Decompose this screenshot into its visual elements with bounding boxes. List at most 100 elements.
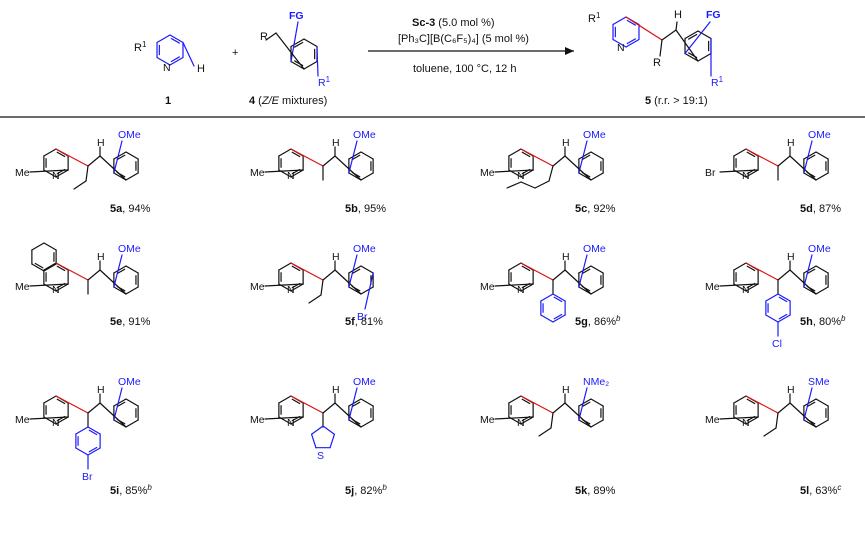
ring-bond: [803, 172, 817, 181]
ring-bond: [75, 447, 89, 456]
compound-id: 5k: [575, 485, 588, 497]
double-bond: [34, 262, 44, 269]
r-ethyl-bond: [550, 412, 554, 429]
compound-id: 5l: [800, 485, 809, 497]
ring-bond: [43, 148, 57, 157]
stereo-h-label: H: [787, 384, 795, 396]
double-bond: [56, 151, 66, 158]
pyridine-substituent-label: Me: [480, 281, 495, 293]
double-bond: [746, 398, 756, 405]
reactant4-r1-label: R1: [318, 75, 331, 89]
ring-bond: [55, 283, 69, 292]
catalyst-label: Sc-3 (5.0 mol %): [412, 17, 495, 29]
ring-bond: [278, 395, 292, 404]
compound-yield: , 87%: [813, 203, 841, 215]
compound-id: 5h: [800, 316, 813, 328]
compound-yield: , 82%: [354, 485, 382, 497]
substituent-bond: [29, 283, 69, 287]
ring-bond: [590, 265, 604, 274]
ring-bond: [803, 286, 817, 295]
r-butyl-bond: [520, 181, 536, 189]
reactant4-vinyl-bond: [275, 32, 305, 70]
compound-caption: 5l, 63%c: [800, 483, 841, 497]
compound-id: 5e: [110, 316, 122, 328]
reactant4-fg-bond: [290, 21, 299, 63]
ring-bond: [552, 293, 566, 302]
aryl-bond: [789, 155, 817, 181]
reactant1-atom-n: N: [163, 62, 171, 74]
pyridine-substituent-label: Me: [15, 414, 30, 426]
pyridine-ring: [278, 395, 304, 425]
double-bond: [806, 285, 816, 292]
r-butyl-bond: [506, 181, 522, 189]
double-bond: [56, 265, 66, 272]
ring-bond: [552, 314, 566, 323]
compound-yield: , 94%: [122, 203, 150, 215]
ring-bond: [578, 172, 592, 181]
pyridine-n-label: N: [517, 170, 525, 182]
ring-bond: [113, 172, 127, 181]
ring-bond: [684, 30, 699, 40]
compound-caption: 5g, 86%b: [575, 314, 621, 328]
chain-bond: [552, 155, 566, 167]
stereo-h-label: H: [97, 137, 105, 149]
double-bond: [291, 265, 301, 272]
aryl-bond: [99, 155, 127, 181]
chain-bond: [552, 402, 566, 414]
ring-bond: [156, 56, 171, 66]
product-caption: 5 (r.r. > 19:1): [645, 95, 708, 107]
reactant1-number: 1: [165, 95, 171, 107]
product-new-bond: [625, 16, 663, 41]
stereo-h-label: H: [332, 137, 340, 149]
fg-aryl-ring: [113, 151, 139, 181]
ring-bond: [697, 30, 712, 40]
pyridine-substituent-label: Me: [480, 414, 495, 426]
fg-bond: [578, 140, 588, 174]
double-bond: [170, 56, 180, 63]
solvent-label: toluene, 100 °C, 12 h: [413, 63, 516, 75]
ring-bond: [815, 398, 829, 407]
chain-bond: [87, 402, 101, 414]
ring-br-label: Br: [357, 311, 368, 323]
r-butyl-bond: [534, 180, 550, 189]
product-fg-label: FG: [706, 9, 721, 21]
ring-bond: [125, 265, 139, 274]
ring-bond: [125, 172, 139, 181]
new-cc-bond: [290, 262, 324, 281]
compound-note: c: [837, 483, 841, 492]
fg-label: OMe: [118, 376, 141, 388]
double-bond: [116, 418, 126, 425]
substituent-bond: [264, 169, 304, 173]
ring-bond: [87, 447, 101, 456]
double-bond: [56, 398, 66, 405]
cocatalyst-label: [Ph₃C][B(C₆F₅)₄] (5 mol %): [398, 33, 529, 45]
substituent-bond: [29, 416, 69, 420]
compound-id: 5a: [110, 203, 123, 215]
ring-bond: [360, 398, 374, 407]
ring-bond: [765, 293, 779, 302]
r-ethyl-bond: [73, 180, 87, 190]
pyridine-substituent-label: Me: [480, 167, 495, 179]
ring-bond: [777, 314, 791, 323]
ring-bond: [590, 419, 604, 428]
pyridine-ring: [278, 148, 304, 178]
double-bond: [581, 401, 591, 408]
fg-aryl-ring: [348, 398, 374, 428]
ring-bond: [310, 425, 324, 435]
double-bond: [806, 171, 816, 178]
fg-bond: [348, 254, 358, 288]
ring-bond: [578, 419, 592, 428]
para-halogen-label: Cl: [772, 338, 782, 350]
chain-bond: [322, 155, 336, 167]
compound-yield: , 86%: [588, 316, 616, 328]
aryl-bond: [99, 402, 127, 428]
compound-id: 5f: [345, 316, 355, 328]
double-bond: [581, 268, 591, 275]
ring-bond: [360, 419, 374, 428]
fg-aryl-ring: [803, 151, 829, 181]
ring-bond: [578, 265, 592, 274]
double-bond: [746, 265, 756, 272]
